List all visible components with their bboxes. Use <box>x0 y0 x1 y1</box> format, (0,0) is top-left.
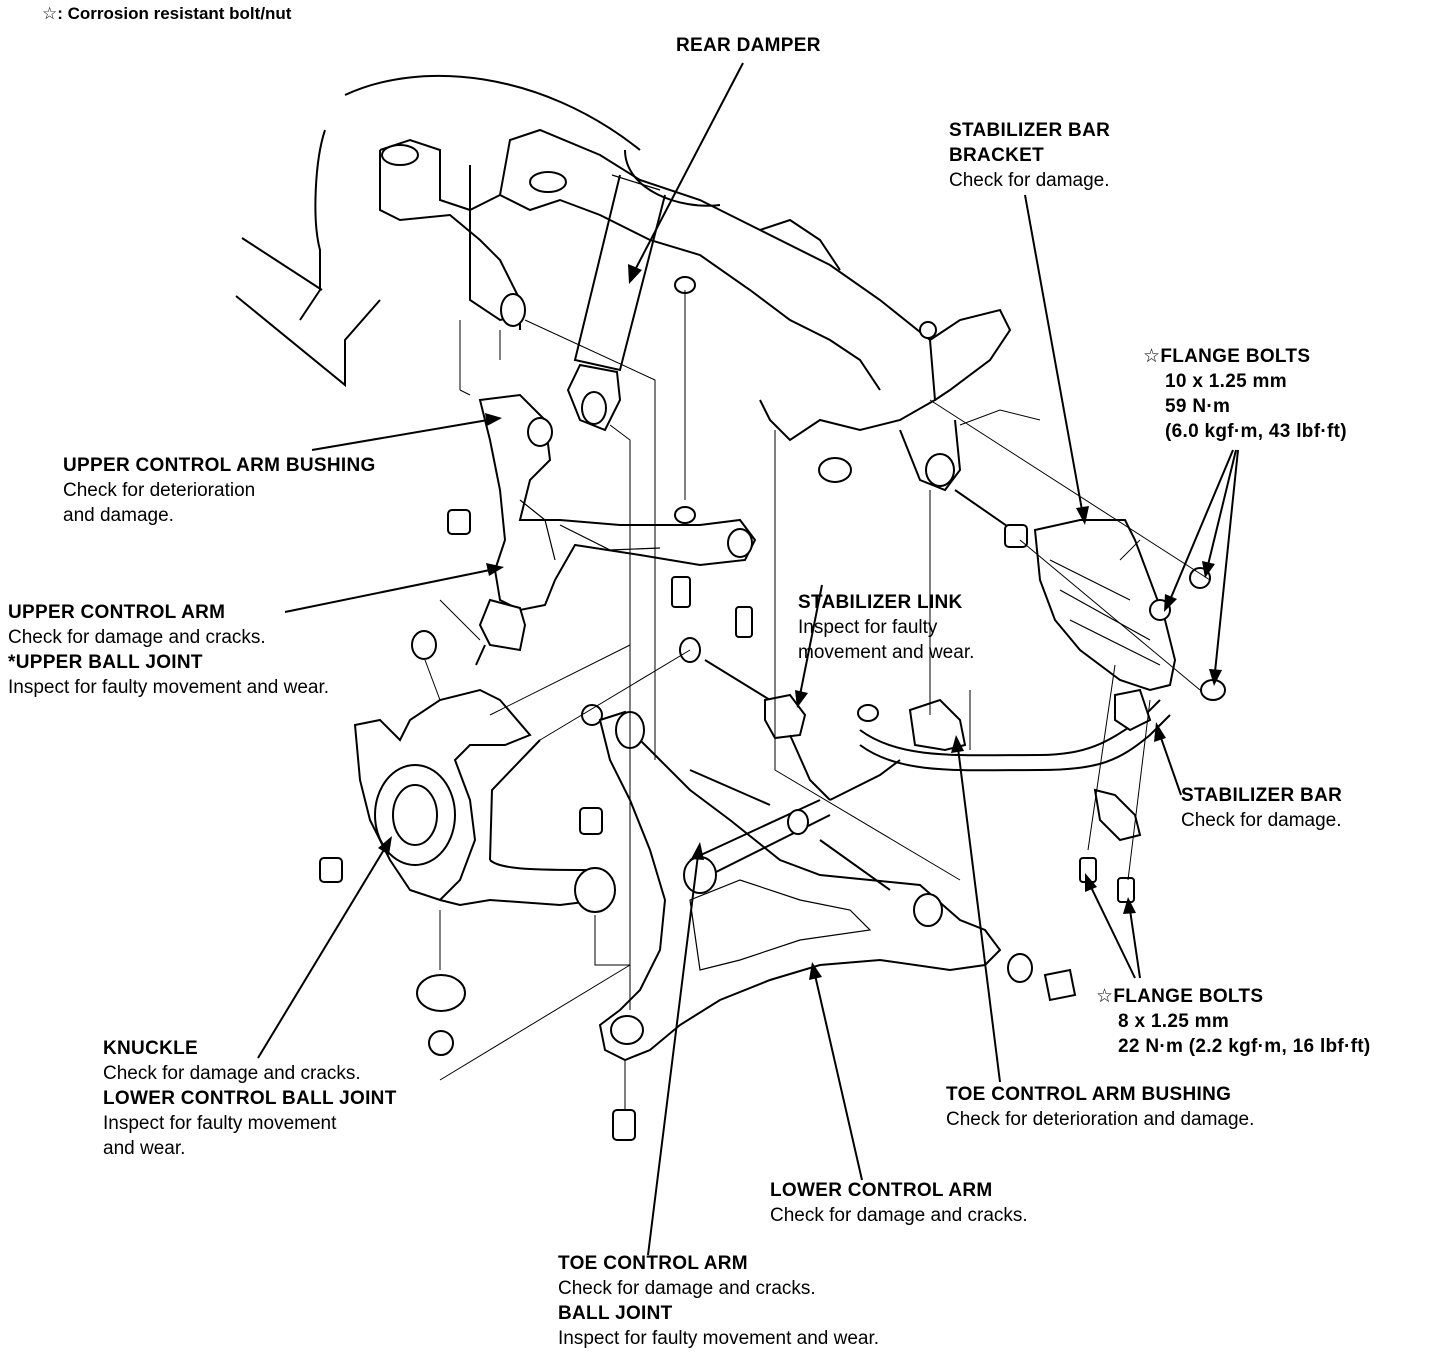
leader-lines <box>257 62 1239 1256</box>
fasteners <box>319 276 1226 1141</box>
lower-control-ball-joint-desc-1: Inspect for faulty movement <box>103 1113 337 1134</box>
stabilizer-bar-desc: Check for damage. <box>1181 810 1342 831</box>
upper-ball-joint-title: *UPPER BALL JOINT <box>8 652 203 673</box>
flange-bolts-upper-size: 10 x 1.25 mm <box>1165 371 1287 392</box>
label-stabilizer-bar-bracket: STABILIZER BAR BRACKET Check for damage. <box>949 118 1110 193</box>
corrosion-resistant-legend: ☆: Corrosion resistant bolt/nut <box>42 4 291 24</box>
upper-control-arm-title: UPPER CONTROL ARM <box>8 602 226 623</box>
stabilizer-bar-bracket-title-1: STABILIZER BAR <box>949 120 1111 141</box>
flange-bolts-lower-title: ☆FLANGE BOLTS <box>1096 986 1264 1007</box>
legend-text: : Corrosion resistant bolt/nut <box>57 4 292 23</box>
upper-control-arm-bushing-desc-1: Check for deterioration <box>63 480 256 501</box>
upper-control-arm-bushing-desc-2: and damage. <box>63 505 174 526</box>
label-flange-bolts-lower: ☆FLANGE BOLTS 8 x 1.25 mm 22 N·m (2.2 kg… <box>1096 984 1371 1059</box>
upper-ball-joint-desc: Inspect for faulty movement and wear. <box>8 677 330 698</box>
rear-subframe <box>379 128 1012 492</box>
rear-damper-drawing <box>566 149 721 432</box>
lower-control-arm-desc: Check for damage and cracks. <box>770 1205 1028 1226</box>
upper-control-arm-desc: Check for damage and cracks. <box>8 627 266 648</box>
flange-bolts-lower-torque: 22 N·m (2.2 kgf·m, 16 lbf·ft) <box>1118 1036 1371 1057</box>
label-toe-control-arm: TOE CONTROL ARM Check for damage and cra… <box>558 1251 879 1351</box>
label-lower-control-arm: LOWER CONTROL ARM Check for damage and c… <box>770 1178 1028 1228</box>
assembly-lines <box>424 290 1211 1110</box>
label-rear-damper: REAR DAMPER <box>676 33 821 58</box>
knuckle-desc: Check for damage and cracks. <box>103 1063 361 1084</box>
label-upper-control-arm: UPPER CONTROL ARM Check for damage and c… <box>8 600 329 700</box>
lower-control-arm-title: LOWER CONTROL ARM <box>770 1180 993 1201</box>
toe-control-arm-title: TOE CONTROL ARM <box>558 1253 748 1274</box>
stabilizer-bar-bracket-desc: Check for damage. <box>949 170 1110 191</box>
label-flange-bolts-upper: ☆FLANGE BOLTS 10 x 1.25 mm 59 N·m (6.0 k… <box>1143 344 1347 444</box>
flange-bolts-upper-title: ☆FLANGE BOLTS <box>1143 346 1311 367</box>
flange-bolts-upper-torque-alt: (6.0 kgf·m, 43 lbf·ft) <box>1165 421 1347 442</box>
toe-control-arm-desc: Check for damage and cracks. <box>558 1278 816 1299</box>
stabilizer-link-title: STABILIZER LINK <box>798 592 963 613</box>
flange-bolts-upper-torque: 59 N·m <box>1165 396 1231 417</box>
toe-control-arm-bushing-title: TOE CONTROL ARM BUSHING <box>946 1084 1232 1105</box>
stabilizer-link-desc-2: movement and wear. <box>798 642 975 663</box>
lower-control-ball-joint-desc-2: and wear. <box>103 1138 186 1159</box>
stabilizer-bar-title: STABILIZER BAR <box>1181 785 1343 806</box>
toe-ball-joint-desc: Inspect for faulty movement and wear. <box>558 1328 880 1349</box>
upper-control-arm-bushing-title: UPPER CONTROL ARM BUSHING <box>63 455 376 476</box>
label-stabilizer-link: STABILIZER LINK Inspect for faulty movem… <box>798 590 974 665</box>
label-stabilizer-bar: STABILIZER BAR Check for damage. <box>1181 783 1342 833</box>
knuckle-drawing <box>353 688 616 913</box>
flange-bolts-lower-size: 8 x 1.25 mm <box>1118 1011 1230 1032</box>
lower-control-ball-joint-title: LOWER CONTROL BALL JOINT <box>103 1088 397 1109</box>
toe-ball-joint-title: BALL JOINT <box>558 1303 673 1324</box>
star-symbol-icon: ☆ <box>42 4 58 23</box>
rear-damper-title: REAR DAMPER <box>676 35 821 56</box>
stabilizer-bar-bracket-drawing <box>1033 519 1177 692</box>
label-upper-control-arm-bushing: UPPER CONTROL ARM BUSHING Check for dete… <box>63 453 376 528</box>
label-toe-control-arm-bushing: TOE CONTROL ARM BUSHING Check for deteri… <box>946 1082 1254 1132</box>
label-knuckle: KNUCKLE Check for damage and cracks. LOW… <box>103 1036 397 1161</box>
upper-control-arm-drawing <box>475 393 757 666</box>
toe-control-arm-bushing-desc: Check for deterioration and damage. <box>946 1109 1255 1130</box>
knuckle-title: KNUCKLE <box>103 1038 198 1059</box>
stabilizer-bar-bracket-title-2: BRACKET <box>949 145 1044 166</box>
lower-control-arm-drawing <box>598 710 1002 1062</box>
wheel-housing-outline <box>235 74 641 388</box>
stabilizer-link-desc-1: Inspect for faulty <box>798 617 938 638</box>
